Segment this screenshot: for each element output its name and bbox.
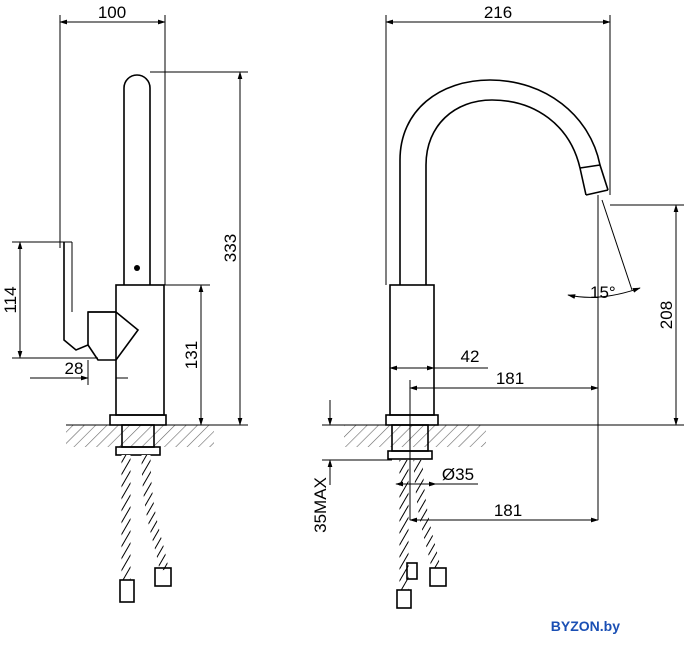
spout-tip — [585, 189, 609, 196]
base-plate-right — [385, 414, 439, 426]
spout-side — [123, 74, 151, 285]
handle-joint — [87, 311, 140, 361]
dim-handle-height: 114 — [1, 241, 98, 359]
front-view: 15° 216 208 42 — [311, 3, 684, 609]
hose-fitting-b — [154, 567, 172, 587]
dim-label-dia35: Ø35 — [442, 465, 474, 484]
body-left — [115, 284, 165, 416]
aerator-ring — [579, 164, 601, 169]
dim-handle-offset: 28 — [30, 359, 128, 385]
dim-base-diameter: 42 — [389, 347, 488, 371]
hose-fitting-a — [119, 579, 135, 603]
countertop-hatch-left — [66, 425, 214, 447]
angle-arc — [567, 287, 641, 299]
dim-label-208: 208 — [657, 301, 676, 329]
dim-label-333: 333 — [221, 234, 240, 262]
side-view: 100 333 131 114 28 — [1, 3, 248, 603]
hose-right-b — [413, 459, 441, 569]
dim-front-height: 208 — [486, 204, 684, 426]
hose-fitting-c — [396, 589, 412, 609]
stud-left — [121, 424, 155, 448]
dim-label-131: 131 — [182, 341, 201, 369]
hose-fitting-d — [429, 567, 447, 587]
spout-inner — [425, 99, 587, 285]
dim-label-28: 28 — [65, 359, 84, 378]
nut-left — [115, 446, 161, 456]
dim-max-thickness: 35MAX — [311, 400, 392, 533]
dim-label-114: 114 — [1, 286, 20, 313]
dim-side-height: 333 — [150, 71, 248, 426]
dim-front-width: 216 — [385, 3, 611, 285]
dim-body-height: 131 — [164, 284, 210, 426]
dim-reach-bottom: 181 — [409, 320, 599, 523]
dim-label-15deg: 15° — [590, 283, 616, 302]
body-right — [389, 284, 435, 416]
dim-reach-top: 181 — [409, 369, 599, 520]
dim-label-100: 100 — [98, 3, 126, 22]
dim-label-216: 216 — [484, 3, 512, 22]
dim-label-181-top: 181 — [496, 369, 524, 388]
hose-left-b — [141, 454, 169, 571]
dim-hole-diameter: Ø35 — [395, 465, 478, 487]
dim-label-42: 42 — [461, 347, 480, 366]
hose-fitting-e — [406, 562, 418, 580]
dim-side-width: 100 — [59, 3, 166, 285]
base-plate-left — [109, 414, 167, 426]
aerator-dot — [134, 265, 140, 271]
dim-label-181-bottom: 181 — [494, 501, 522, 520]
countertop-hatch-right — [344, 425, 486, 447]
brand-label: BYZON.by — [551, 618, 620, 634]
dim-label-35max: 35MAX — [311, 477, 330, 533]
spout-outer — [399, 79, 609, 285]
